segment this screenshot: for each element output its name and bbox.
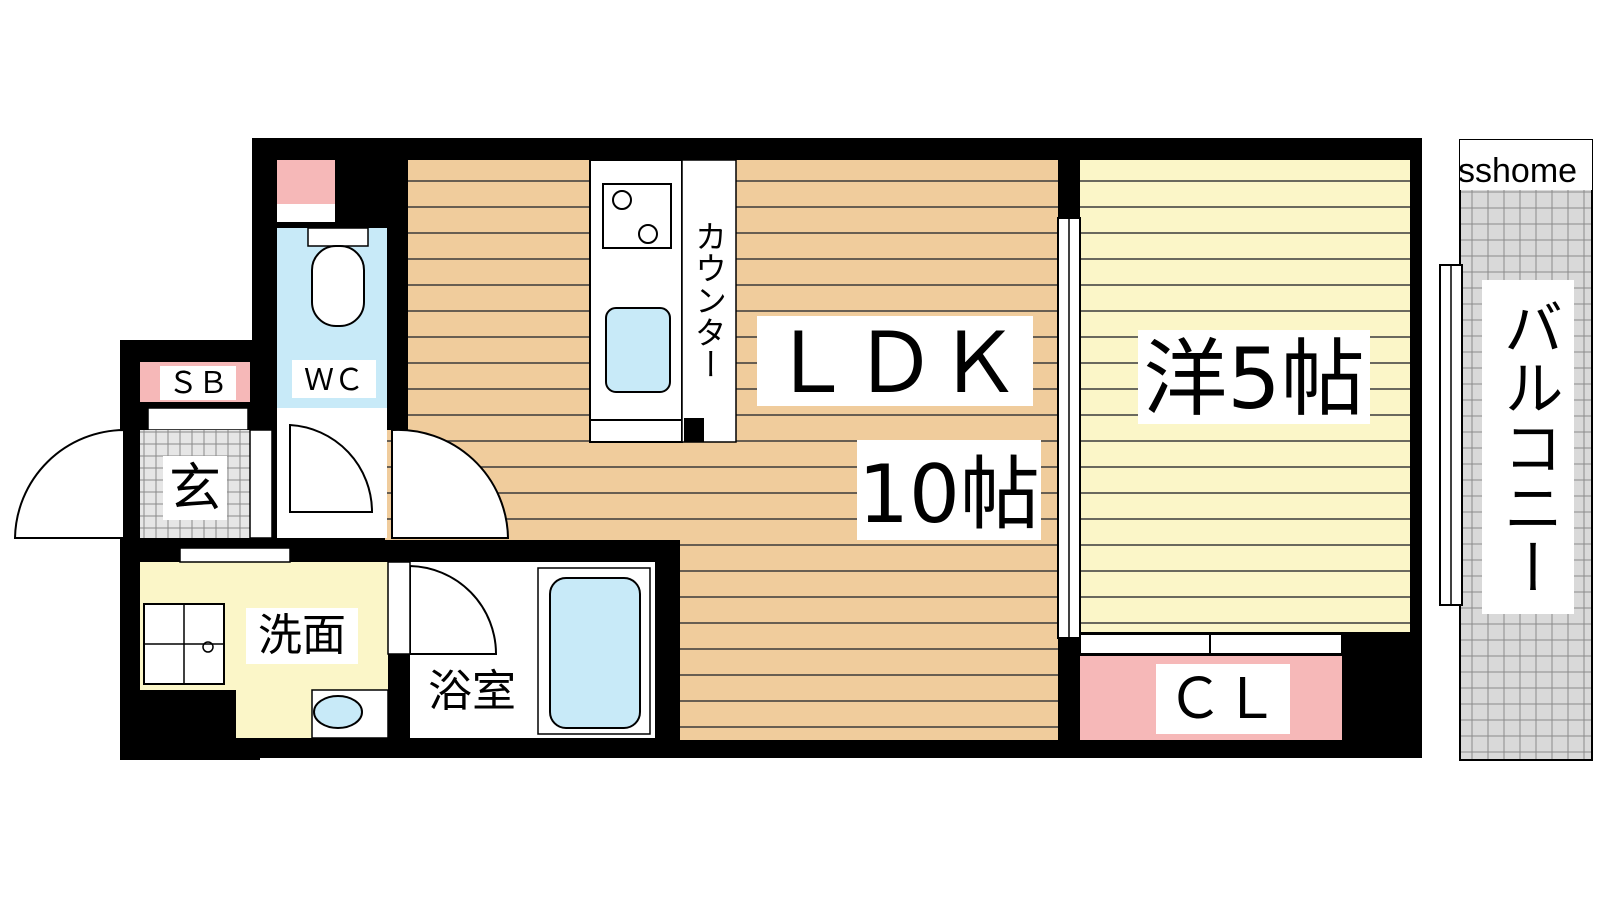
bathroom-label: 浴室	[428, 666, 516, 717]
closet-label: ＣＬ	[1156, 664, 1290, 734]
toilet-door	[277, 408, 387, 538]
toilet-label: ＷＣ	[292, 360, 376, 398]
ldk-size-text: 10帖	[858, 448, 1040, 541]
bathroom-label-text: 浴室	[428, 666, 516, 717]
balcony-label-text: バルコニー	[1493, 297, 1563, 597]
counter-label-text: カウンター	[690, 220, 728, 380]
western-label-text: 洋5帖	[1143, 330, 1364, 428]
washroom-label: 洗面	[246, 608, 358, 664]
western-label: 洋5帖	[1138, 330, 1370, 428]
closet-label-text: ＣＬ	[1167, 667, 1279, 732]
entrance-label: 玄	[163, 456, 227, 520]
shoe-box-label-text: ＳＢ	[168, 367, 228, 400]
shoe-box-label: ＳＢ	[160, 366, 236, 400]
balcony-label: バルコニー	[1482, 280, 1574, 614]
partition-door	[1057, 217, 1081, 639]
counter-label: カウンター	[690, 220, 728, 380]
toilet-label-text: ＷＣ	[304, 364, 364, 397]
watermark-text: sshome	[1458, 152, 1577, 190]
bathroom	[387, 561, 655, 738]
washroom-label-text: 洗面	[258, 610, 346, 661]
entrance-label-text: 玄	[169, 459, 221, 519]
ldk-size-label: 10帖	[857, 440, 1041, 541]
balcony-window	[1439, 264, 1463, 606]
ldk-label-text: ＬＤＫ	[769, 314, 1021, 412]
ldk-label: ＬＤＫ	[757, 314, 1033, 412]
entrance	[13, 428, 510, 539]
kitchen	[589, 159, 737, 443]
